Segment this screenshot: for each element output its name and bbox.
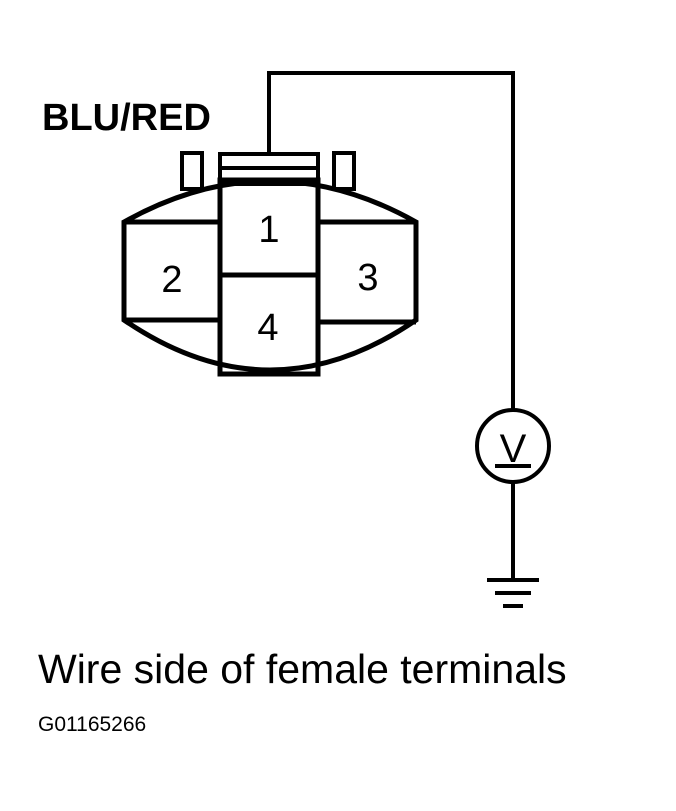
locking-tab-left (180, 151, 204, 191)
diagram-caption: Wire side of female terminals (38, 646, 567, 692)
voltmeter-symbol: V (500, 427, 527, 471)
wire-color-label: BLU/RED (42, 97, 211, 139)
connector-housing (121, 151, 419, 377)
voltmeter-icon: V (475, 408, 551, 484)
terminal-1-number: 1 (258, 209, 279, 251)
terminal-2-number: 2 (161, 259, 182, 301)
test-lead-wire (267, 71, 515, 410)
ground-symbol-icon (487, 578, 539, 608)
terminal-4-number: 4 (257, 307, 278, 349)
terminal-3-number: 3 (357, 257, 378, 299)
figure-id: G01165266 (38, 713, 147, 736)
locking-tab-right (332, 151, 356, 191)
